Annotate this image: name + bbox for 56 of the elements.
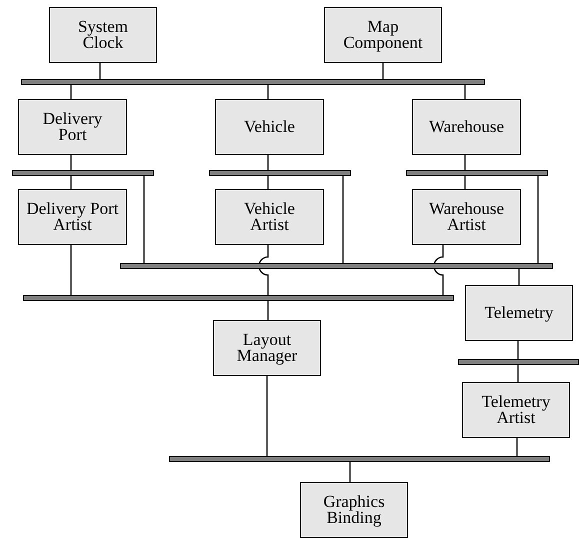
connector-line [342,176,344,263]
connector-line [516,438,518,456]
connector-line [70,245,72,295]
component-box [18,189,127,245]
connector-line [70,155,72,170]
connector-line [382,63,384,79]
connector-bus [169,456,550,462]
connector-line [349,462,351,482]
connector-bus [458,359,579,365]
component-box [465,285,573,341]
connector-line [267,176,269,189]
connector-line [464,155,466,170]
connector-line [464,85,466,99]
connector-bus [120,263,553,269]
connector-line [537,176,539,263]
component-label: Delivery Port [42,111,104,143]
component-box [412,99,521,155]
connector-line [258,245,269,295]
connector-line [70,85,72,99]
component-box [462,382,570,438]
component-label: Vehicle [244,119,295,135]
component-box [49,7,157,63]
connector-line [517,341,519,359]
component-label: Telemetry Artist [480,394,552,426]
component-label: Vehicle Artist [243,201,296,233]
component-box [300,482,408,538]
component-label: Map Component [342,19,424,51]
component-box [215,189,324,245]
connector-line [433,245,444,295]
connector-line [267,85,269,99]
component-box [215,99,324,155]
connector-line [267,301,269,320]
component-label: Layout Manager [236,332,298,364]
connector-line [70,176,72,189]
connector-bus [23,295,454,301]
component-label: Graphics Binding [322,494,386,526]
component-label: Delivery Port Artist [25,201,120,233]
component-label: System Clock [76,19,130,51]
connector-line [517,365,519,382]
component-box [324,7,442,63]
connector-line [464,176,466,189]
component-box [412,189,521,245]
connector-bus [12,170,154,176]
component-label: Warehouse [428,119,504,135]
connector-bus [209,170,351,176]
connector-line [143,176,145,263]
connector-line [266,376,268,456]
component-label: Telemetry [484,305,554,321]
component-label: Warehouse Artist [428,201,506,233]
connector-line [99,63,101,79]
connector-bus [406,170,548,176]
connector-line [518,269,520,285]
connector-line [267,155,269,170]
component-box [18,99,127,155]
component-box [213,320,321,376]
connector-bus [21,79,485,85]
